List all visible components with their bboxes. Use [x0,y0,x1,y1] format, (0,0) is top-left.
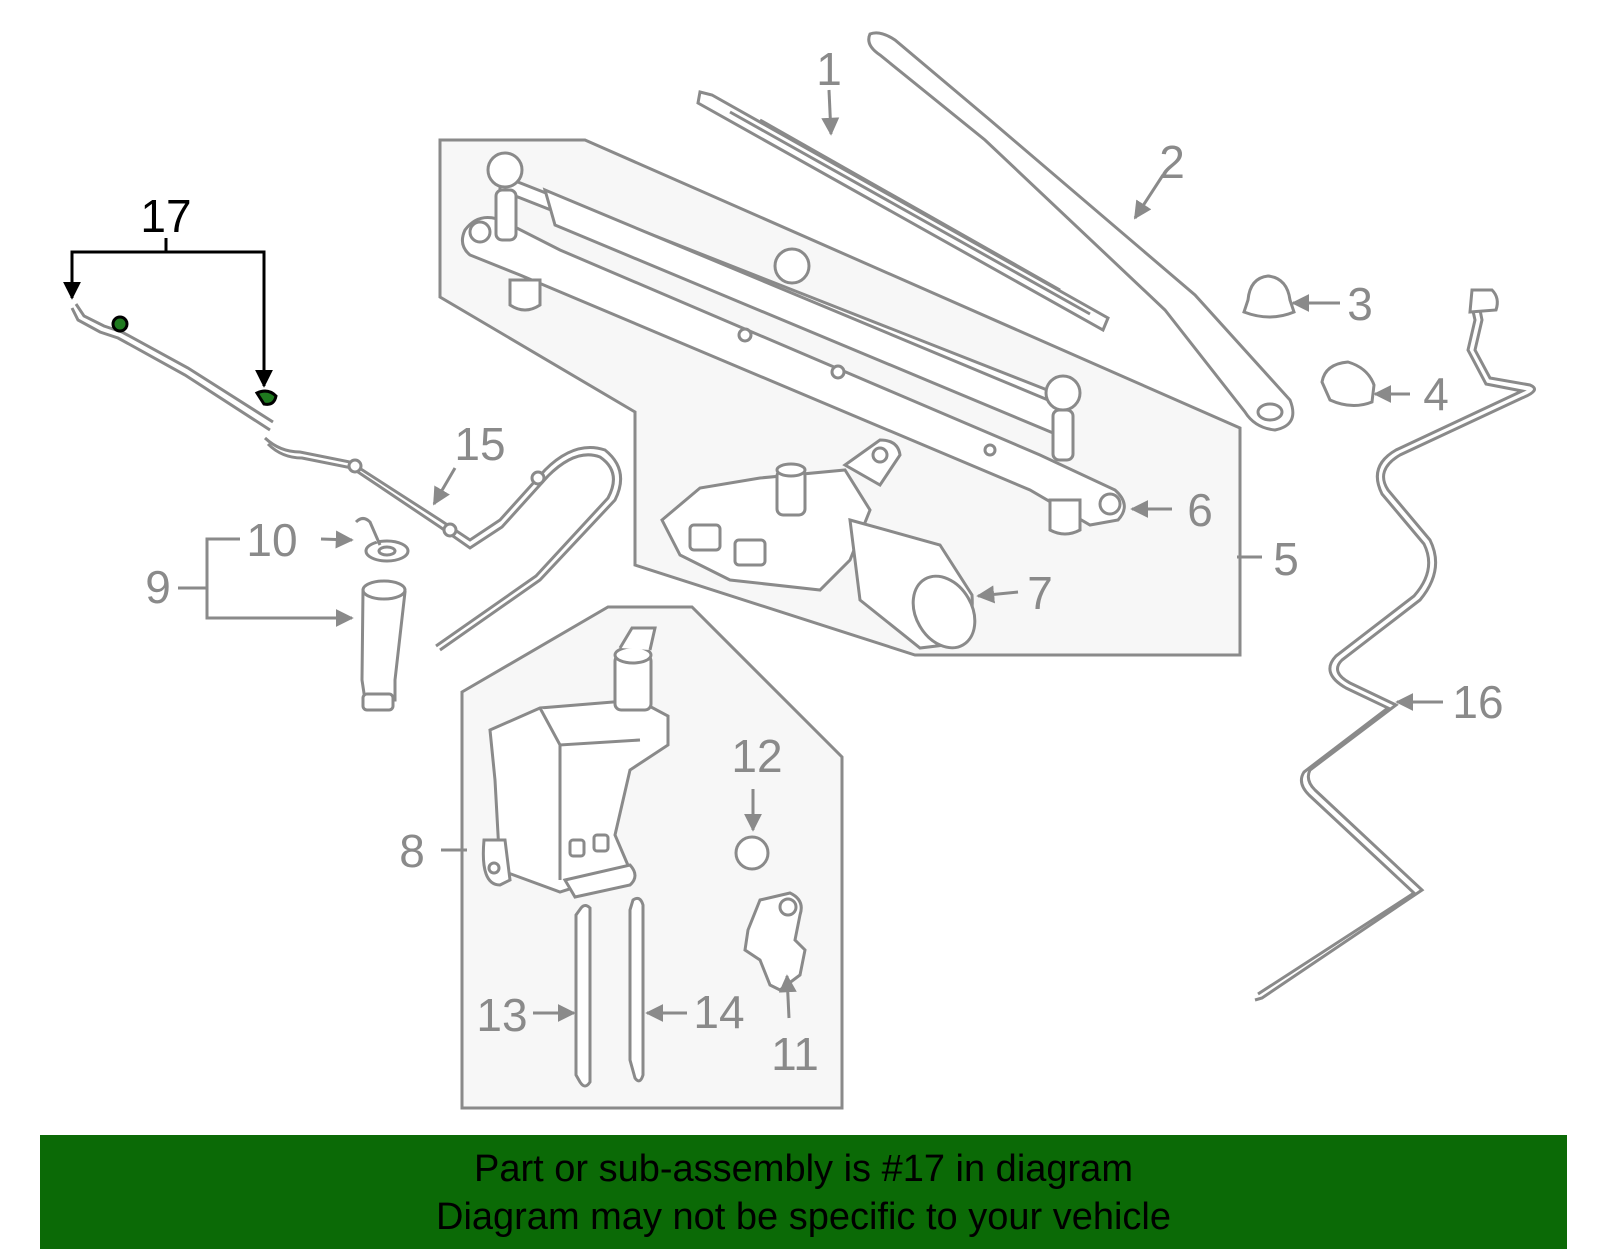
leader-lines [178,89,1443,1022]
leader-17 [63,238,273,388]
callout-5: 5 [1273,533,1299,585]
callout-3: 3 [1347,278,1373,330]
filler-cap-part [354,517,410,563]
washer-pump-part [743,891,807,992]
wiper-motor-part [660,438,977,650]
grommet-part [734,835,770,871]
filler-neck-part [360,579,407,712]
washer-hose-15-part [263,436,623,652]
callout-9: 9 [145,561,171,613]
part-notice-banner: Part or sub-assembly is #17 in diagram D… [40,1135,1567,1249]
callout-8: 8 [399,825,425,877]
banner-line-2: Diagram may not be specific to your vehi… [436,1196,1171,1238]
wiper-linkage-part [460,151,1126,536]
pivot-cover-part [1320,360,1376,407]
callout-16: 16 [1452,676,1503,728]
callout-2: 2 [1159,136,1185,188]
pivot-cap-part [1242,274,1296,319]
callout-17: 17 [140,190,191,242]
callout-11: 11 [771,1028,819,1080]
callout-6: 6 [1187,484,1213,536]
washer-nozzle-17-part [70,303,278,432]
callout-7: 7 [1027,567,1053,619]
callout-4: 4 [1423,368,1449,420]
callout-15: 15 [454,418,505,470]
banner-line-1: Part or sub-assembly is #17 in diagram [474,1148,1133,1190]
washer-hose-16-part [1254,288,1536,1002]
hose-13-part [574,904,592,1088]
callout-14: 14 [693,986,744,1038]
hose-14-part [628,896,645,1083]
callout-10: 10 [246,514,297,566]
callout-12: 12 [731,730,782,782]
callout-13: 13 [476,989,527,1041]
wiper-blade-part [696,90,1110,333]
washer-reservoir-part [481,626,670,899]
callout-1: 1 [816,43,842,95]
wiper-arm-part [867,31,1295,432]
